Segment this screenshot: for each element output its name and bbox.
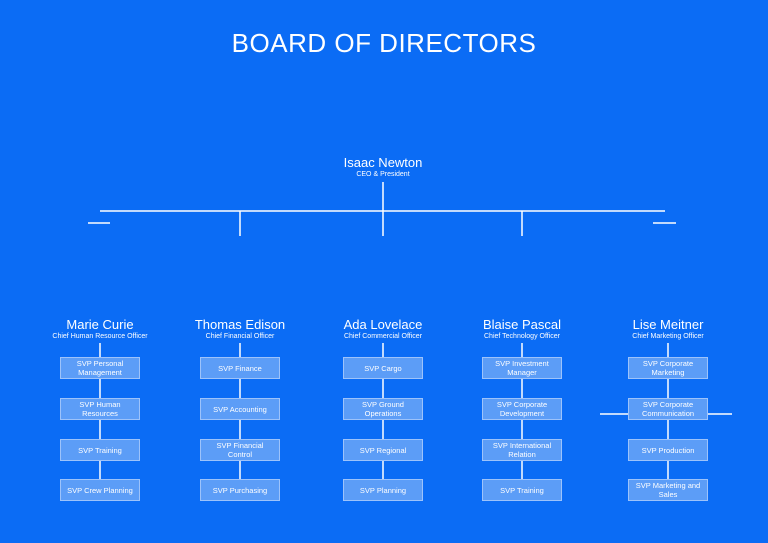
unit-box: SVP International Relation (482, 439, 562, 461)
officer-name: Blaise Pascal (482, 317, 562, 332)
unit-box: SVP Corporate Marketing (628, 357, 708, 379)
officer-name: Marie Curie (66, 317, 134, 332)
unit-box: SVP Marketing and Sales (628, 479, 708, 501)
unit-box: SVP Crew Planning (60, 479, 140, 501)
unit-box: SVP Accounting (200, 398, 280, 420)
officer-role: Chief Technology Officer (483, 333, 561, 340)
unit-box: SVP Investment Manager (482, 357, 562, 379)
ceo-role: CEO & President (356, 171, 410, 178)
unit-box: SVP Finance (200, 357, 280, 379)
unit-box: SVP Regional (343, 439, 423, 461)
officer-name: Ada Lovelace (343, 317, 423, 332)
unit-box: SVP Personal Management (60, 357, 140, 379)
unit-box: SVP Training (60, 439, 140, 461)
officer-name: Thomas Edison (194, 317, 286, 332)
officer-role: Chief Marketing Officer (632, 333, 704, 340)
unit-box: SVP Production (628, 439, 708, 461)
chart-title: BOARD OF DIRECTORS (231, 28, 537, 58)
unit-box: SVP Planning (343, 479, 423, 501)
ceo-name: Isaac Newton (343, 155, 423, 170)
unit-box: SVP Financial Control (200, 439, 280, 461)
unit-box: SVP Training (482, 479, 562, 501)
unit-box: SVP Corporate Communication (628, 398, 708, 420)
unit-box: SVP Corporate Development (482, 398, 562, 420)
ceo-node: Isaac Newton CEO & President (344, 155, 423, 179)
officer-name: Lise Meitner (632, 317, 704, 332)
unit-box: SVP Cargo (343, 357, 423, 379)
unit-box: SVP Human Resources (60, 398, 140, 420)
officer-role: Chief Commercial Officer (343, 333, 423, 340)
unit-box: SVP Ground Operations (343, 398, 423, 420)
unit-box: SVP Purchasing (200, 479, 280, 501)
officer-role: Chief Human Resource Officer (52, 333, 148, 340)
officer-role: Chief Financial Officer (205, 333, 275, 340)
